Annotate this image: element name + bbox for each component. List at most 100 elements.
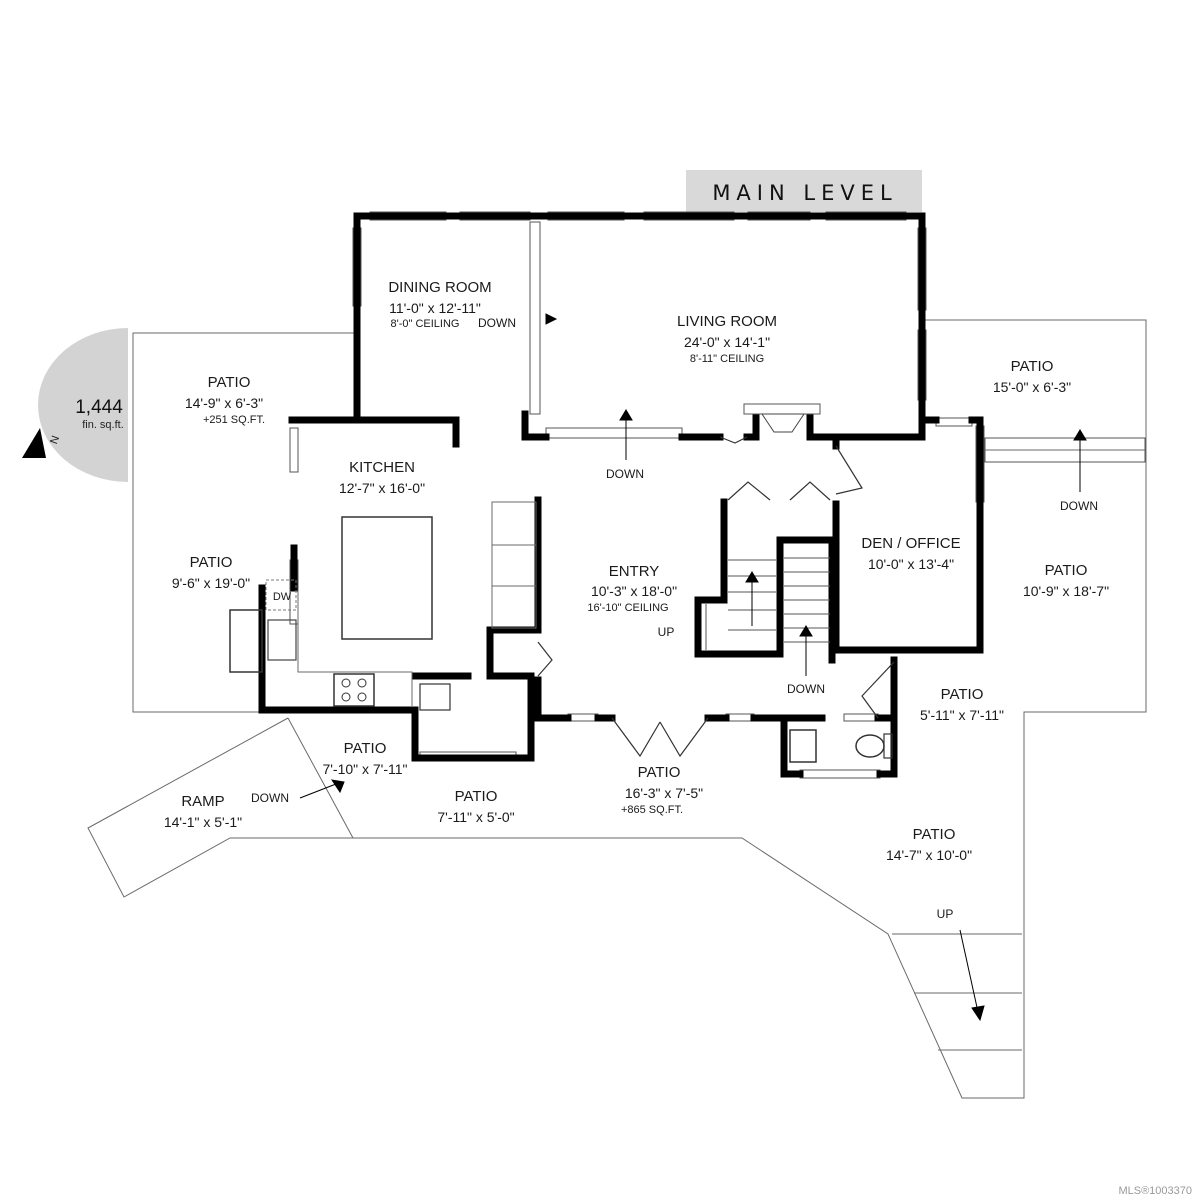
dining-room-ceiling: 8'-0" CEILING [391,318,460,330]
window [725,713,755,722]
window [567,713,599,722]
mls-number: MLS®1003370 [1118,1185,1192,1197]
patio-se-small-size: 5'-11" x 7'-11" [920,707,1004,723]
patio-s-center-size: 16'-3" x 7'-5" [625,785,703,801]
closet-door [727,481,771,501]
living-room-name: LIVING ROOM [677,313,777,330]
patio-s-center-area: +865 SQ.FT. [621,804,683,816]
up-stairs-label: UP [658,625,675,639]
south-patio-outline [87,319,1147,1099]
patio-s-center-name: PATIO [638,764,681,781]
kitchen-size: 12'-7" x 16'-0" [339,480,425,496]
living-room-ceiling: 8'-11" CEILING [690,353,764,365]
patio-w-name: PATIO [190,554,233,571]
stair-walls [694,498,836,664]
entry-size: 10'-3" x 18'-0" [591,583,677,599]
fireplace-hearth [743,403,821,415]
patio-s-left-name: PATIO [455,788,498,805]
window-bench [229,609,263,673]
patio-s-right-name: PATIO [913,826,956,843]
dishwasher-label: DW [273,591,292,603]
patio-se-small-name: PATIO [941,686,984,703]
down-dining-label: DOWN [478,316,516,330]
toilet-icon [855,734,885,758]
plan-title: MAIN LEVEL [712,181,897,205]
bar-sink-icon [419,683,451,711]
kitchen-island [341,516,433,640]
patio-outlines [87,319,1147,1099]
den-walls [832,416,984,654]
living-door [719,436,748,444]
kitchen-north-wall [288,416,460,448]
patio-nw-area: +251 SQ.FT. [203,414,265,426]
window [935,417,973,427]
arrow-labels: DOWN DOWN DOWN DOWN UP DOWN UP [251,316,1098,921]
den-office-size: 10'-0" x 13'-4" [868,556,954,572]
down-east-patio-label: DOWN [1060,499,1098,513]
fireplace-firebox [761,413,805,433]
kitchen-south-wall [258,584,535,762]
down-stairs-label: DOWN [787,682,825,696]
area-unit: fin. sq.ft. [82,419,124,431]
ramp-divider [287,717,354,839]
arrow-up-icon [619,409,633,421]
patio-s-right-size: 14'-7" x 10'-0" [886,847,972,863]
patio-s-left-size: 7'-11" x 5'-0" [437,809,514,825]
direction-arrows [299,313,1087,1022]
burner-icon [357,678,367,688]
down-ramp-label: DOWN [251,791,289,805]
patio-ne-size: 15'-0" x 6'-3" [993,379,1071,395]
area-value: 1,444 [75,397,123,418]
entry-ceiling: 16'-10" CEILING [587,602,668,614]
window [799,769,881,779]
vanity-sink-icon [789,729,817,763]
west-patio-outline [132,332,355,713]
doors [537,436,895,758]
up-steps-label: UP [937,907,954,921]
interior-partition [529,221,541,415]
area-badge: 1,444 fin. sq.ft. N [22,328,128,482]
patio-door [861,661,895,719]
closet-door [537,641,553,677]
patio-ne-name: PATIO [1011,358,1054,375]
patio-sw-small-name: PATIO [344,740,387,757]
down-living-label: DOWN [606,467,644,481]
patio-e-size: 10'-9" x 18'-7" [1023,583,1109,599]
dining-room-name: DINING ROOM [388,279,491,296]
room-labels: DINING ROOM 11'-0" x 12'-11" 8'-0" CEILI… [164,279,1109,863]
powder-room-wall [780,714,804,778]
patio-sw-small-size: 7'-10" x 7'-11" [322,761,407,777]
den-office-name: DEN / OFFICE [861,535,960,552]
powder-room-wall [874,714,898,778]
north-wall [353,212,926,441]
arrow-line [299,783,337,799]
north-arrow-icon [22,428,46,458]
window [289,427,299,473]
patio-nw-name: PATIO [208,374,251,391]
den-door [835,445,863,495]
front-door-right [659,717,709,758]
arrow-down-icon [971,1005,985,1022]
title-banner-background [686,170,922,212]
burner-icon [341,692,351,702]
stove-icon [333,673,375,707]
entry-name: ENTRY [609,563,660,580]
title-banner: MAIN LEVEL [686,170,922,212]
arrow-right-icon [330,779,345,794]
kitchen-counter [297,590,413,706]
arrow-up-icon [799,625,813,637]
arrow-right-icon [545,313,558,325]
entry-closet-wall [486,496,542,680]
burner-icon [341,678,351,688]
window [545,427,683,439]
compass-label: N [48,434,62,446]
window [843,713,879,722]
kitchen-name: KITCHEN [349,459,415,476]
living-room-size: 24'-0" x 14'-1" [684,334,770,350]
area-badge-background [38,328,128,482]
burner-icon [357,692,367,702]
patio-nw-size: 14'-9" x 6'-3" [185,395,263,411]
patio-w-size: 9'-6" x 19'-0" [172,575,250,591]
arrow-up-icon [745,571,759,583]
